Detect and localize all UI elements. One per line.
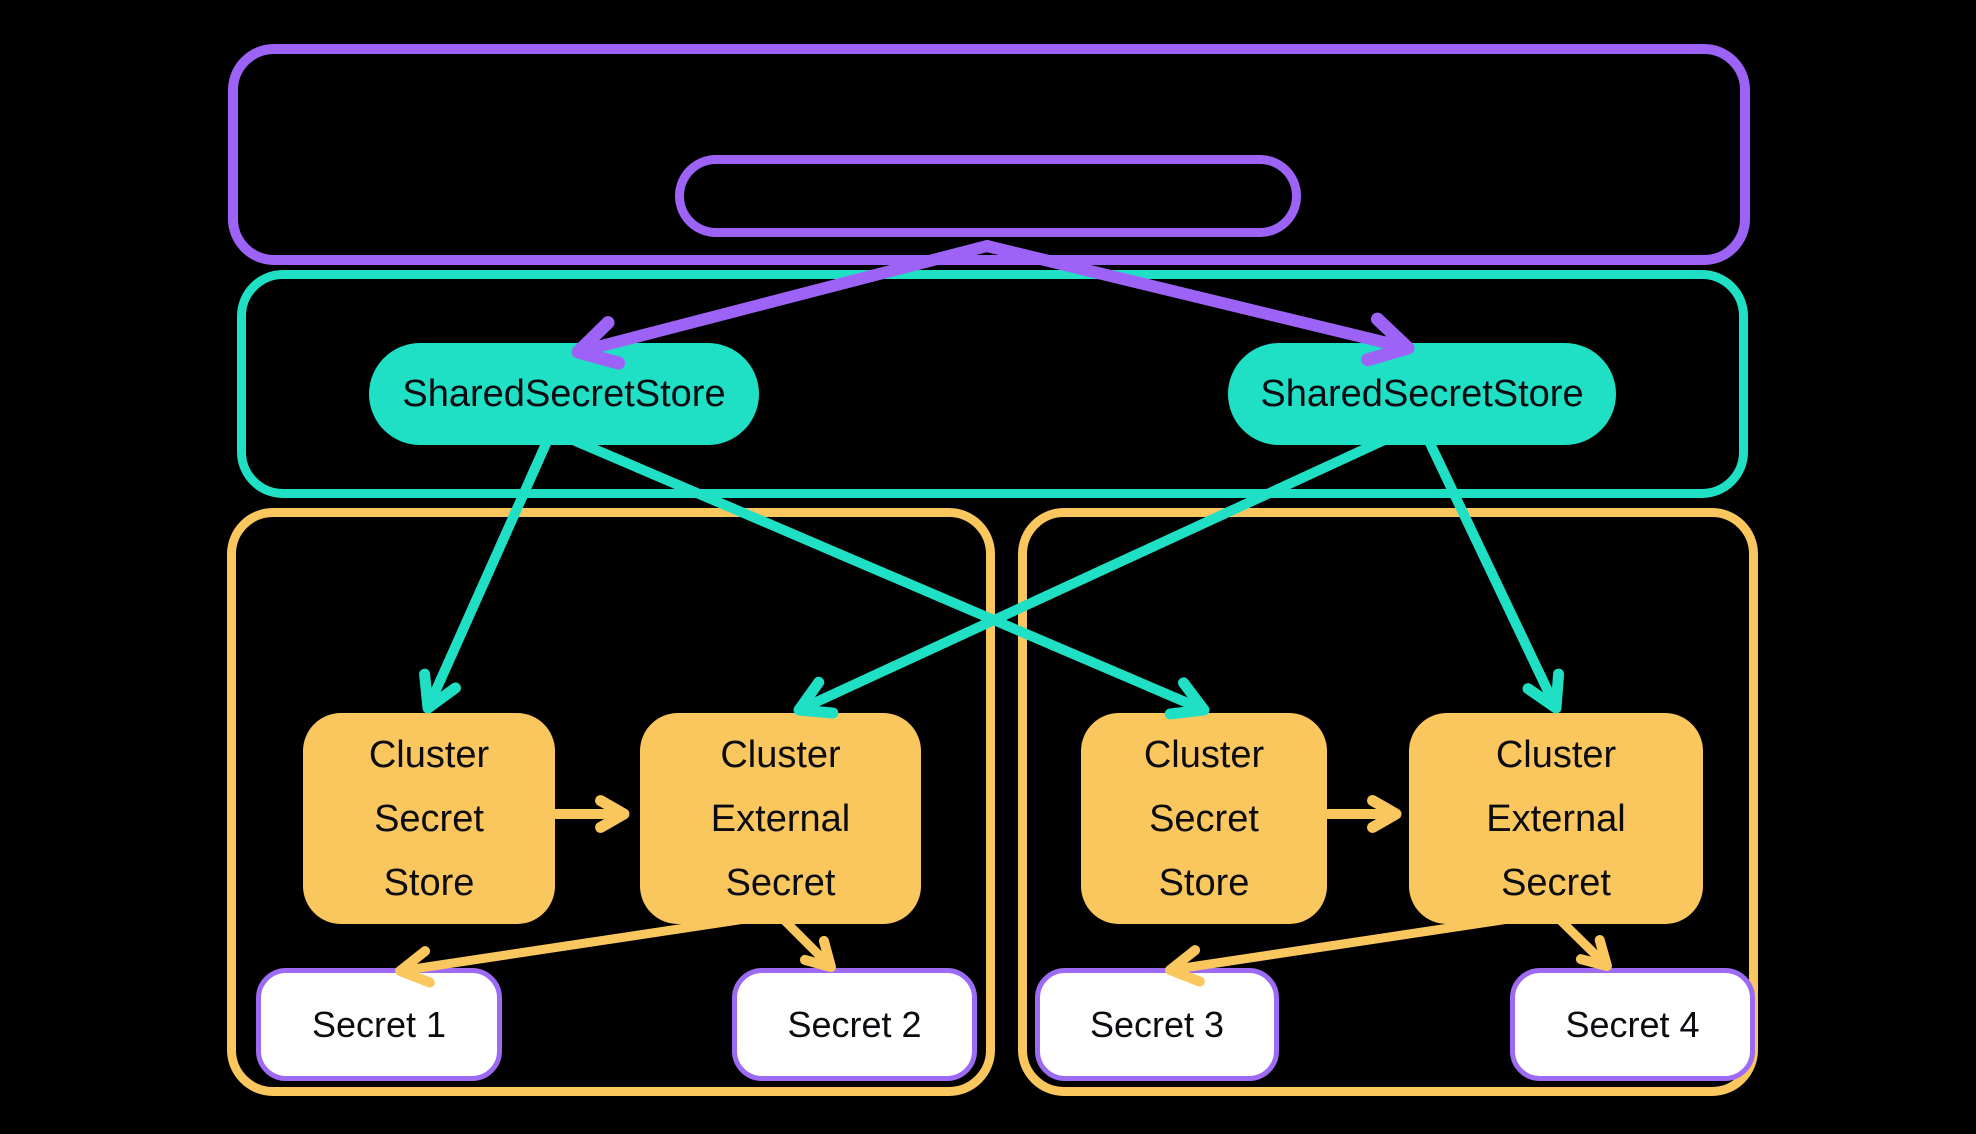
cluster-secret-store-left: Cluster Secret Store: [303, 713, 555, 924]
cluster-secret-store-left-label: Cluster Secret Store: [368, 733, 490, 904]
shared-stores-container: SharedSecretStore SharedSecretStore: [237, 270, 1748, 498]
top-container: [228, 44, 1750, 265]
secret-4-label: Secret 4: [1565, 1003, 1700, 1045]
secret-3-pill: Secret 3: [1035, 968, 1279, 1081]
cluster-secret-store-right: Cluster Secret Store: [1081, 713, 1327, 924]
top-inner-pill: [675, 155, 1301, 237]
secret-2-pill: Secret 2: [732, 968, 977, 1081]
cluster-external-secret-right: Cluster External Secret: [1409, 713, 1703, 924]
secret-3-label: Secret 3: [1089, 1003, 1225, 1045]
cluster-external-secret-left-label: Cluster External Secret: [710, 733, 851, 904]
cluster-external-secret-left: Cluster External Secret: [640, 713, 921, 924]
cluster-group-right: Cluster Secret Store Cluster External Se…: [1018, 508, 1758, 1096]
secret-2-label: Secret 2: [787, 1003, 922, 1045]
shared-secret-store-right: SharedSecretStore: [1228, 343, 1616, 445]
shared-secret-store-left-label: SharedSecretStore: [402, 372, 726, 415]
secret-1-label: Secret 1: [311, 1003, 447, 1045]
cluster-secret-store-right-label: Cluster Secret Store: [1143, 733, 1265, 904]
secret-4-pill: Secret 4: [1510, 968, 1755, 1081]
secret-1-pill: Secret 1: [256, 968, 502, 1081]
shared-secret-store-left: SharedSecretStore: [369, 343, 759, 445]
cluster-group-left: Cluster Secret Store Cluster External Se…: [227, 508, 995, 1096]
cluster-external-secret-right-label: Cluster External Secret: [1486, 733, 1626, 904]
shared-secret-store-right-label: SharedSecretStore: [1260, 372, 1584, 415]
